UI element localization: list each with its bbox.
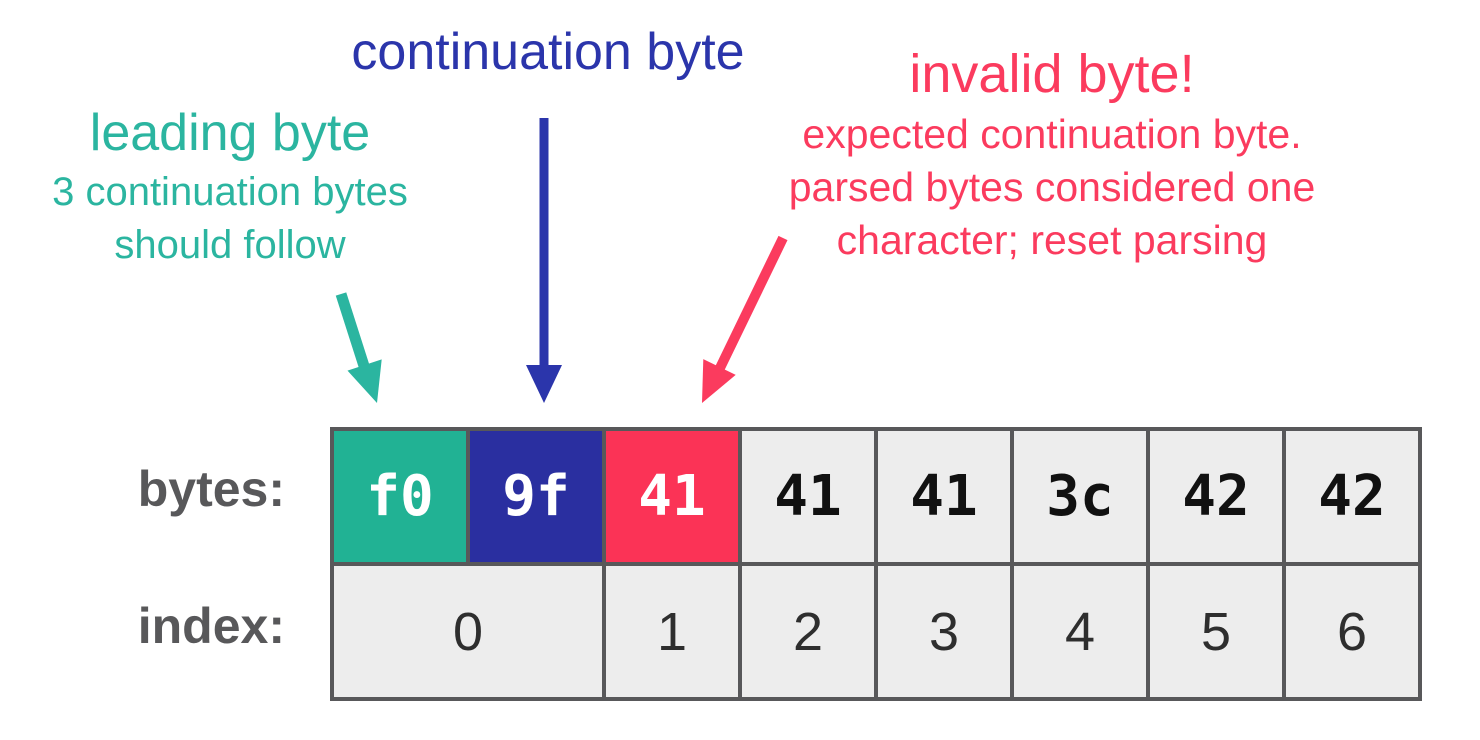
index-cell-0: 0	[330, 562, 606, 701]
bytes-row: f0 9f 41 41 41 3c 42 42	[330, 427, 1422, 566]
index-cell-1: 1	[602, 562, 742, 701]
index-cell-3: 3	[874, 562, 1014, 701]
byte-cell-3: 41	[738, 427, 878, 566]
invalid-byte-title: invalid byte!	[909, 44, 1195, 104]
leading-byte-title: leading byte	[89, 104, 371, 162]
index-cell-5: 5	[1146, 562, 1286, 701]
index-cell-4: 4	[1010, 562, 1150, 701]
continuation-arrow-icon	[526, 118, 562, 403]
invalid-byte-annotation: invalid byte! expected continuation byte…	[752, 40, 1352, 267]
invalid-byte-line2: expected continuation byte.	[802, 111, 1302, 157]
byte-cell-2: 41	[602, 427, 742, 566]
index-cell-2: 2	[738, 562, 878, 701]
byte-cell-5: 3c	[1010, 427, 1150, 566]
leading-byte-line3: should follow	[114, 223, 346, 267]
byte-cell-1: 9f	[466, 427, 606, 566]
byte-cell-6: 42	[1146, 427, 1286, 566]
continuation-byte-title: continuation byte	[351, 23, 745, 81]
byte-cell-4: 41	[874, 427, 1014, 566]
index-cell-6: 6	[1282, 562, 1422, 701]
leading-byte-line2: 3 continuation bytes	[52, 170, 408, 214]
byte-cell-7: 42	[1282, 427, 1422, 566]
leading-byte-annotation: leading byte 3 continuation bytes should…	[10, 100, 450, 272]
byte-cell-0: f0	[330, 427, 470, 566]
leading-arrow-icon	[335, 292, 382, 403]
index-row-label: index:	[137, 598, 285, 654]
byte-table: f0 9f 41 41 41 3c 42 42 0 1 2 3 4 5 6	[330, 427, 1422, 701]
invalid-byte-line4: character; reset parsing	[836, 217, 1268, 263]
invalid-byte-line3: parsed bytes considered one	[788, 164, 1316, 210]
bytes-row-label: bytes:	[137, 461, 285, 517]
continuation-byte-annotation: continuation byte	[313, 22, 783, 82]
index-row: 0 1 2 3 4 5 6	[330, 562, 1422, 701]
